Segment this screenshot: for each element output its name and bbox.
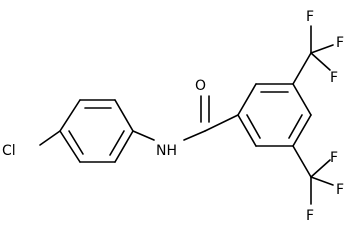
fluorine-label: F xyxy=(306,208,314,224)
double-bond-inner xyxy=(109,130,125,156)
bond-c-f xyxy=(310,176,334,186)
chlorophenyl-ring xyxy=(59,99,134,163)
bond-c-n xyxy=(132,130,155,141)
double-bond-inner xyxy=(246,114,261,139)
bond-n-c xyxy=(183,130,206,141)
fluorine-label: F xyxy=(330,70,338,86)
bond-c-f xyxy=(310,44,334,54)
chlorine-label: Cl xyxy=(2,143,16,159)
double-bond-inner xyxy=(288,114,303,139)
bond xyxy=(114,130,134,163)
fluorine-label: F xyxy=(306,9,314,25)
bond-c-f xyxy=(310,52,331,71)
benzoyl-ring xyxy=(237,83,312,147)
bond-carbonyl-ring xyxy=(204,114,239,132)
bond xyxy=(292,83,312,116)
bond-c-f xyxy=(310,159,331,178)
bond xyxy=(237,114,257,147)
bond xyxy=(114,99,134,132)
bond xyxy=(59,99,81,132)
fluorine-label: F xyxy=(336,35,344,51)
chemical-structure: Cl NH O F F F F F F xyxy=(2,9,344,224)
fluorine-label: F xyxy=(336,182,344,198)
nh-label: NH xyxy=(156,143,177,159)
fluorine-label: F xyxy=(330,150,338,166)
bond xyxy=(292,114,312,147)
oxygen-label: O xyxy=(195,78,206,94)
double-bond-inner xyxy=(68,130,84,155)
bond-c-cl xyxy=(39,130,61,146)
bond-ring-cf3-top xyxy=(292,52,312,85)
bond xyxy=(59,130,81,163)
bond-ring-cf3-bottom xyxy=(292,145,312,178)
bond xyxy=(237,83,257,116)
structure-canvas: Cl NH O F F F F F F xyxy=(2,9,345,224)
